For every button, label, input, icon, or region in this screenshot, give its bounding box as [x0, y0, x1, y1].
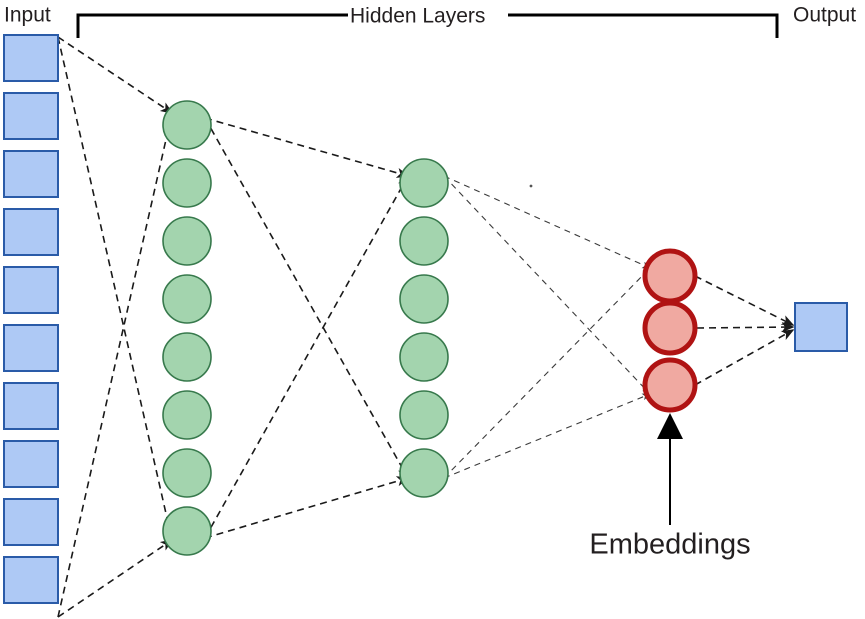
hidden-node: [399, 274, 449, 324]
connection-edge: [57, 539, 174, 618]
hidden-layers-label: Hidden Layers: [350, 5, 485, 28]
connection-edge: [57, 36, 174, 114]
hidden-node: [162, 506, 212, 556]
connection-edge: [443, 175, 651, 395]
connection-edge: [443, 393, 652, 479]
embedding-node: [642, 300, 698, 356]
input-node: [3, 382, 59, 430]
bracket-right-span: [508, 13, 779, 38]
output-label: Output: [793, 4, 856, 27]
input-node: [3, 34, 59, 82]
input-label: Input: [4, 4, 51, 27]
hidden-layer-1-nodes: [162, 100, 212, 556]
hidden-node: [399, 390, 449, 440]
hidden-node: [162, 332, 212, 382]
stray-speck: [529, 184, 533, 188]
hidden-node: [162, 100, 212, 150]
hidden-node: [162, 390, 212, 440]
input-node: [3, 92, 59, 140]
hidden-layers-bracket: [76, 13, 779, 38]
up-arrow-icon: [657, 413, 683, 439]
hidden-node: [399, 158, 449, 208]
hidden-node: [162, 448, 212, 498]
input-node: [3, 324, 59, 372]
embedding-layer-nodes: [642, 248, 698, 413]
input-node: [3, 498, 59, 546]
connection-edge: [204, 117, 410, 178]
output-node: [794, 302, 848, 352]
hidden-layer-2-nodes: [399, 158, 449, 498]
connection-edge: [204, 174, 409, 539]
connection-edge: [204, 117, 409, 480]
hidden-node: [399, 216, 449, 266]
edges-hidden2-to-embeddings: [443, 175, 652, 479]
hidden-node: [162, 216, 212, 266]
connection-edge: [443, 267, 651, 479]
hidden-node: [399, 332, 449, 382]
embeddings-label: Embeddings: [589, 529, 750, 561]
hidden-node: [162, 274, 212, 324]
embedding-node: [642, 357, 698, 413]
connection-edge: [57, 36, 175, 542]
embeddings-annotation-arrow: [657, 413, 683, 525]
hidden-node: [162, 158, 212, 208]
bracket-left-drop: [76, 13, 348, 38]
output-layer-node: [794, 302, 848, 352]
input-node: [3, 440, 59, 488]
input-node: [3, 150, 59, 198]
connection-edge: [57, 111, 175, 618]
input-layer-nodes: [3, 34, 59, 604]
connection-edge: [443, 175, 652, 269]
edges-hidden1-to-hidden2: [204, 117, 410, 539]
input-node: [3, 556, 59, 604]
hidden-node: [399, 448, 449, 498]
connection-edge: [696, 321, 795, 333]
connection-edge: [694, 329, 795, 386]
connection-edge: [694, 275, 795, 326]
connection-edge: [204, 476, 410, 539]
edges-embeddings-to-output: [694, 275, 795, 386]
edges-input-to-hidden1: [57, 36, 175, 618]
input-node: [3, 266, 59, 314]
embedding-node: [642, 248, 698, 304]
input-node: [3, 208, 59, 256]
